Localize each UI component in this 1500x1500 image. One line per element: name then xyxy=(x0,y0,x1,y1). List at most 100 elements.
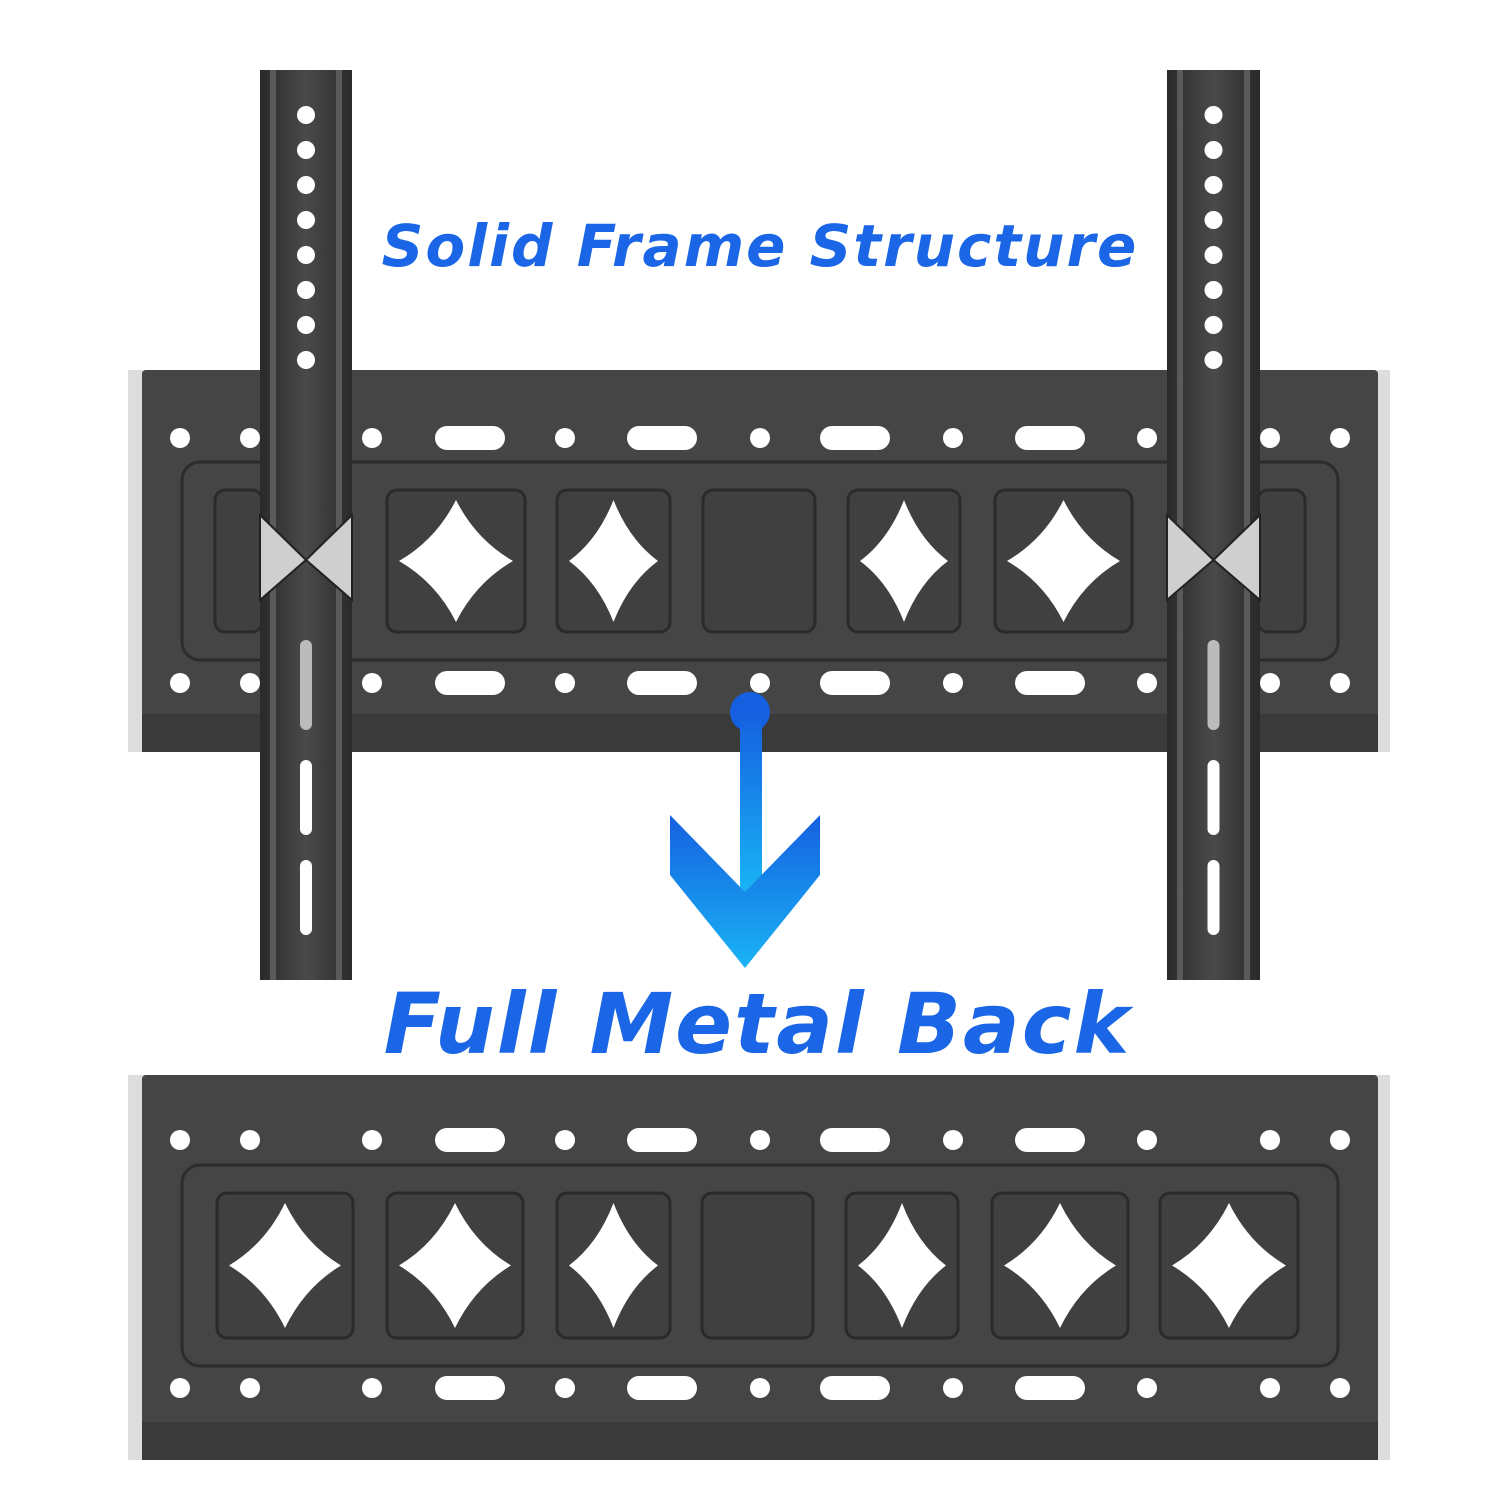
bracket-hole xyxy=(297,141,315,159)
mount-hole xyxy=(555,1130,575,1150)
bracket-edge xyxy=(1177,70,1183,980)
mount-slot xyxy=(627,426,697,450)
mount-slot xyxy=(820,1376,890,1400)
diamond-cutout xyxy=(399,500,513,622)
bracket-slot xyxy=(300,760,312,835)
bracket-hole xyxy=(297,176,315,194)
mount-slot xyxy=(627,1376,697,1400)
cutout-panel xyxy=(1256,488,1307,634)
bracket-edge xyxy=(1244,70,1250,980)
mount-hole xyxy=(1260,673,1280,693)
bracket-slot xyxy=(1207,860,1220,935)
arrow-head xyxy=(670,815,820,968)
cutout-panel xyxy=(700,1191,815,1340)
mount-hole xyxy=(1330,1130,1350,1150)
mount-slot xyxy=(435,426,505,450)
mount-hole xyxy=(1260,428,1280,448)
down-arrow-icon xyxy=(670,692,820,968)
mount-hole xyxy=(943,1378,963,1398)
mount-slot xyxy=(1015,426,1085,450)
cutout-panel xyxy=(701,488,817,634)
mount-hole xyxy=(240,1378,260,1398)
caption-full-metal-back: Full Metal Back xyxy=(383,975,1132,1073)
inner-frame xyxy=(180,460,1340,662)
mount-hole xyxy=(1260,1378,1280,1398)
mount-hole xyxy=(240,673,260,693)
bracket-hole xyxy=(1204,106,1223,124)
inner-frame xyxy=(180,1163,1340,1368)
bracket-edge xyxy=(336,70,342,980)
bracket-hole xyxy=(1204,316,1223,334)
mount-slot xyxy=(820,426,890,450)
bracket-hole xyxy=(297,246,315,264)
bracket-slot xyxy=(1207,760,1220,835)
bracket-hole xyxy=(1204,246,1223,264)
mount-slot xyxy=(627,1128,697,1152)
bracket-hole xyxy=(297,281,315,299)
bracket-hole xyxy=(1204,141,1223,159)
mount-slot xyxy=(627,671,697,695)
diamond-cutout xyxy=(399,1203,511,1328)
bracket-slot xyxy=(300,640,312,730)
bracket-edge xyxy=(270,70,276,980)
mount-hole xyxy=(555,673,575,693)
diamond-cutout xyxy=(1007,500,1120,622)
bracket-hole xyxy=(297,316,315,334)
mount-hole xyxy=(1137,673,1157,693)
mount-hole xyxy=(750,428,770,448)
bracket-hole xyxy=(297,351,315,369)
bracket-hole xyxy=(1204,176,1223,194)
mount-hole xyxy=(170,1378,190,1398)
mount-slot xyxy=(1015,671,1085,695)
diamond-cutout xyxy=(858,1203,946,1328)
mount-slot xyxy=(435,1376,505,1400)
mount-slot xyxy=(820,671,890,695)
mount-slot xyxy=(1015,1128,1085,1152)
plate-lip xyxy=(142,1422,1378,1460)
mount-slot xyxy=(435,671,505,695)
mount-hole xyxy=(1137,1130,1157,1150)
diamond-cutout xyxy=(229,1203,341,1328)
diamond-cutout xyxy=(1172,1203,1286,1328)
vertical-bracket xyxy=(1166,70,1261,980)
mount-hole xyxy=(362,428,382,448)
mount-hole xyxy=(170,1130,190,1150)
mount-hole xyxy=(362,1130,382,1150)
mount-slot xyxy=(435,1128,505,1152)
bracket-slot xyxy=(1207,640,1220,730)
mount-hole xyxy=(750,673,770,693)
mount-slot xyxy=(820,1128,890,1152)
mount-hole xyxy=(750,1378,770,1398)
vertical-brackets xyxy=(259,70,1261,980)
bracket-hole xyxy=(1204,351,1223,369)
mount-hole xyxy=(943,428,963,448)
caption-solid-frame: Solid Frame Structure xyxy=(381,212,1139,280)
mount-hole xyxy=(943,1130,963,1150)
mount-hole xyxy=(240,428,260,448)
tilt-hinge xyxy=(259,512,353,603)
bracket-slot xyxy=(300,860,312,935)
mount-hole xyxy=(750,1130,770,1150)
bracket-hole xyxy=(297,106,315,124)
mount-hole xyxy=(1330,673,1350,693)
bottom-mount-plate xyxy=(128,1075,1390,1460)
mount-hole xyxy=(170,428,190,448)
mount-hole xyxy=(555,428,575,448)
mount-hole xyxy=(1330,428,1350,448)
vertical-bracket xyxy=(259,70,353,980)
mount-hole xyxy=(170,673,190,693)
diamond-cutout xyxy=(569,500,658,622)
mount-hole xyxy=(1137,428,1157,448)
arrow-shaft xyxy=(740,712,762,892)
mount-hole xyxy=(240,1130,260,1150)
cutout-panel xyxy=(213,488,264,634)
bracket-hole xyxy=(1204,281,1223,299)
diamond-cutout xyxy=(1004,1203,1116,1328)
mount-hole xyxy=(1137,1378,1157,1398)
mount-hole xyxy=(362,673,382,693)
mount-hole xyxy=(1330,1378,1350,1398)
mount-hole xyxy=(1260,1130,1280,1150)
bracket-hole xyxy=(297,211,315,229)
